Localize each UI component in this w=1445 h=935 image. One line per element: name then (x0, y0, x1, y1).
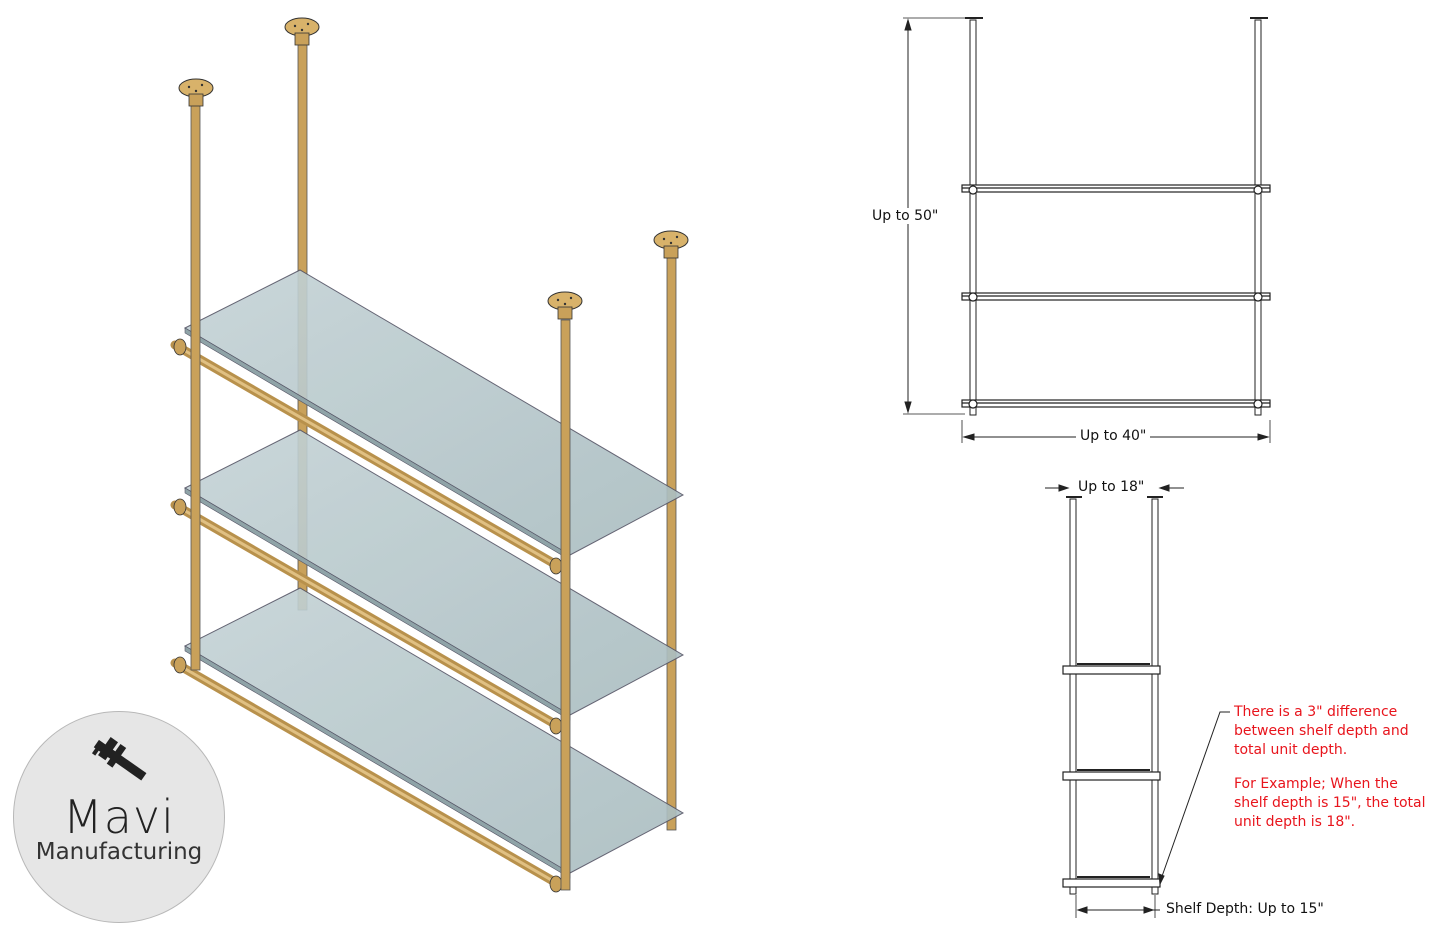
ceiling-flange (547, 291, 583, 320)
width-dimension-label: Up to 40" (1076, 428, 1151, 444)
ceiling-flange (178, 78, 214, 107)
ceiling-flange (653, 230, 689, 259)
shelf-depth-label: Shelf Depth: Up to 15" (1166, 901, 1324, 917)
depth-dimension-label: Up to 18" (1078, 479, 1145, 495)
logo-subtitle: Manufacturing (35, 839, 203, 865)
back-right-post (666, 249, 677, 831)
mavi-logo: Mavi Manufacturing (13, 711, 225, 923)
depth-note-line1: There is a 3" difference between shelf d… (1234, 704, 1409, 758)
height-dimension-label: Up to 50" (872, 208, 939, 224)
logo-name: Mavi (63, 790, 175, 844)
side-elevation (1045, 484, 1230, 918)
front-right-post (560, 319, 571, 891)
caliper-icon (91, 737, 147, 781)
depth-note-line2: For Example; When the shelf depth is 15"… (1234, 776, 1426, 830)
ceiling-flange (284, 17, 320, 46)
depth-note: There is a 3" difference between shelf d… (1234, 703, 1434, 847)
front-elevation (903, 17, 1271, 443)
front-left-post (190, 104, 201, 671)
isometric-shelf-unit (174, 17, 689, 892)
